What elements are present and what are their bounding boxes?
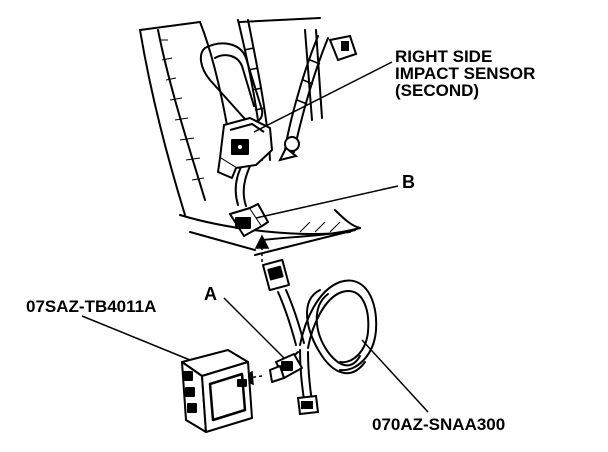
- adapter-connector: [261, 258, 291, 292]
- connector-a-label: A: [204, 284, 217, 304]
- harness-clip: [328, 34, 358, 62]
- connector-b-label: B: [402, 172, 415, 192]
- adapter-part-label: 070AZ-SNAA300: [372, 415, 505, 434]
- adapter-cable: [277, 279, 378, 403]
- impact-sensor: [217, 117, 273, 179]
- sensor-label-line1: RIGHT SIDE: [395, 47, 492, 66]
- adapter-plug: [296, 394, 320, 416]
- leader-sensor: [253, 61, 393, 133]
- leader-adapter: [361, 339, 429, 413]
- leader-a: [223, 297, 285, 359]
- connector-b: [229, 203, 269, 237]
- mount-bolt: [278, 136, 300, 162]
- sensor-label-line3: (SECOND): [395, 81, 479, 100]
- leader-lines: [81, 61, 429, 413]
- sensor-label-line2: IMPACT SENSOR: [395, 64, 535, 83]
- leader-simulator: [81, 315, 191, 361]
- harness-bands: [243, 47, 321, 111]
- panel-hatching: [160, 39, 341, 233]
- insertion-arrow-b: [254, 234, 270, 262]
- simulator-part-label: 07SAZ-TB4011A: [26, 297, 156, 316]
- leader-b: [255, 185, 399, 219]
- srs-simulator-unit: [181, 349, 253, 433]
- body-wire-harness: [234, 19, 329, 207]
- connector-a: [269, 353, 303, 383]
